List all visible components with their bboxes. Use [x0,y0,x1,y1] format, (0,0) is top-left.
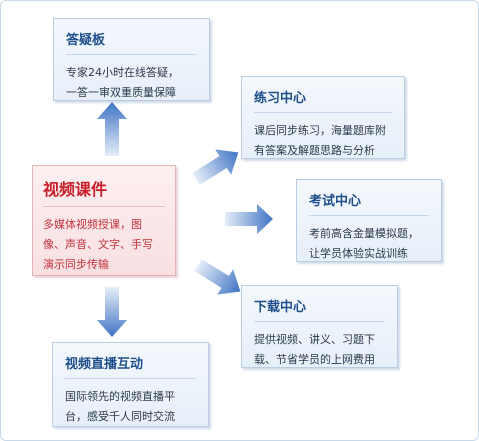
node-download: 下载中心 提供视频、讲义、习题下 载、节省学员的上网费用 [241,285,398,368]
node-exam-line: 考前高含金量模拟题， [309,227,419,240]
node-qa: 答疑板 专家24小时在线答疑， 一答一审双重质量保障 [53,18,210,101]
center-line: 像、声音、文字、手写 [43,238,153,251]
center-line: 多媒体视频授课，图 [43,218,142,231]
node-qa-line: 专家24小时在线答疑， [66,66,179,79]
node-download-line: 提供视频、讲义、习题下 [254,333,375,346]
arrow-to-download [194,259,241,295]
node-practice-title: 练习中心 [254,87,392,113]
center-desc: 多媒体视频授课，图 像、声音、文字、手写 演示同步传输 [43,215,165,275]
node-qa-title: 答疑板 [66,29,197,55]
node-live-title: 视频直播互动 [65,353,196,379]
node-live-line: 台，感受千人同时交流 [65,410,175,423]
node-practice-desc: 课后同步练习，海量题库附 有答案及解题思路与分析 [254,121,392,161]
node-practice: 练习中心 课后同步练习，海量题库附 有答案及解题思路与分析 [241,76,405,159]
center-title: 视频课件 [43,176,165,207]
node-live-desc: 国际领先的视频直播平 台，感受千人同时交流 [65,387,196,427]
node-download-line: 载、节省学员的上网费用 [254,353,375,366]
node-qa-desc: 专家24小时在线答疑， 一答一审双重质量保障 [66,63,197,103]
node-download-desc: 提供视频、讲义、习题下 载、节省学员的上网费用 [254,330,385,370]
node-exam: 考试中心 考前高含金量模拟题， 让学员体验实战训练 [296,179,442,262]
node-exam-desc: 考前高含金量模拟题， 让学员体验实战训练 [309,224,429,264]
arrow-to-exam [225,204,273,234]
node-live: 视频直播互动 国际领先的视频直播平 台，感受千人同时交流 [52,342,209,427]
node-download-title: 下载中心 [254,296,385,322]
node-live-line: 国际领先的视频直播平 [65,390,175,403]
node-exam-title: 考试中心 [309,190,429,216]
arrow-to-practice [192,149,239,185]
center-line: 演示同步传输 [43,258,109,271]
node-practice-line: 课后同步练习，海量题库附 [254,124,386,137]
arrow-to-live [97,287,127,337]
node-practice-line: 有答案及解题思路与分析 [254,144,375,157]
center-node-video-courseware: 视频课件 多媒体视频授课，图 像、声音、文字、手写 演示同步传输 [32,165,176,276]
node-qa-line: 一答一审双重质量保障 [66,86,176,99]
node-exam-line: 让学员体验实战训练 [309,247,408,260]
arrow-to-qa [97,102,127,156]
